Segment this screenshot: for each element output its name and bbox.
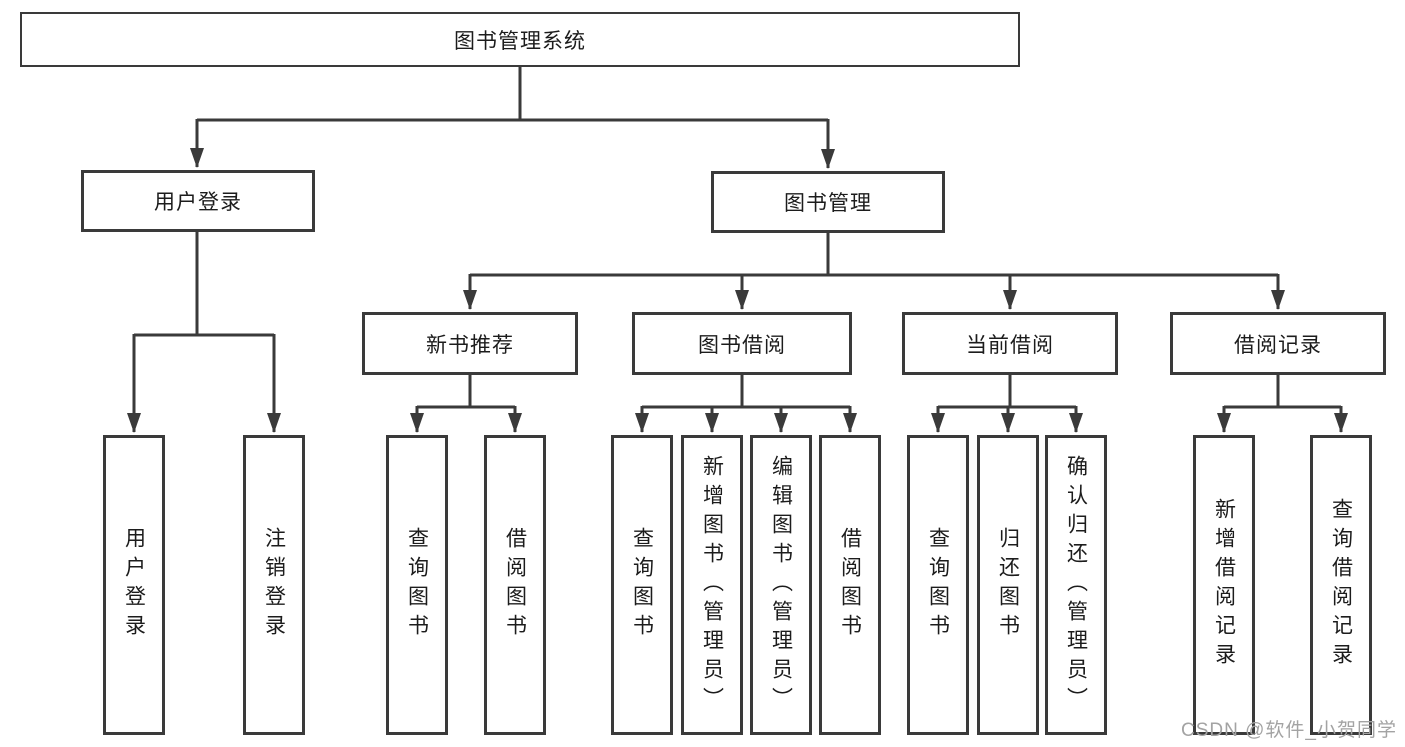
node-new-book-recommend: 新书推荐 xyxy=(362,312,578,375)
leaf-confirm-return-admin: 确认归还（管理员） xyxy=(1045,435,1107,735)
leaf-edit-books-admin-label: 编辑图书（管理员） xyxy=(769,454,793,716)
leaf-logout-label: 注销登录 xyxy=(262,527,286,643)
leaf-borrow-books-label: 借阅图书 xyxy=(838,527,862,643)
leaf-borrow-books-newbook: 借阅图书 xyxy=(484,435,546,735)
leaf-query-borrow-record: 查询借阅记录 xyxy=(1310,435,1372,735)
node-library-system: 图书管理系统 xyxy=(20,12,1020,67)
leaf-return-books: 归还图书 xyxy=(977,435,1039,735)
leaf-confirm-return-admin-label: 确认归还（管理员） xyxy=(1064,454,1088,716)
leaf-add-borrow-record-label: 新增借阅记录 xyxy=(1212,498,1236,672)
leaf-query-books-current-label: 查询图书 xyxy=(926,527,950,643)
node-current-borrow: 当前借阅 xyxy=(902,312,1118,375)
leaf-query-books-borrow-label: 查询图书 xyxy=(630,527,654,643)
node-book-management: 图书管理 xyxy=(711,171,945,233)
leaf-borrow-books: 借阅图书 xyxy=(819,435,881,735)
leaf-edit-books-admin: 编辑图书（管理员） xyxy=(750,435,812,735)
leaf-return-books-label: 归还图书 xyxy=(996,527,1020,643)
leaf-add-borrow-record: 新增借阅记录 xyxy=(1193,435,1255,735)
leaf-query-books-newbook: 查询图书 xyxy=(386,435,448,735)
node-book-borrow: 图书借阅 xyxy=(632,312,852,375)
node-user-login: 用户登录 xyxy=(81,170,315,232)
node-borrow-records: 借阅记录 xyxy=(1170,312,1386,375)
leaf-query-books-newbook-label: 查询图书 xyxy=(405,527,429,643)
leaf-user-login-label: 用户登录 xyxy=(122,527,146,643)
leaf-borrow-books-newbook-label: 借阅图书 xyxy=(503,527,527,643)
leaf-query-borrow-record-label: 查询借阅记录 xyxy=(1329,498,1353,672)
leaf-logout: 注销登录 xyxy=(243,435,305,735)
leaf-query-books-borrow: 查询图书 xyxy=(611,435,673,735)
leaf-query-books-current: 查询图书 xyxy=(907,435,969,735)
leaf-user-login: 用户登录 xyxy=(103,435,165,735)
leaf-add-books-admin: 新增图书（管理员） xyxy=(681,435,743,735)
leaf-add-books-admin-label: 新增图书（管理员） xyxy=(700,454,724,716)
